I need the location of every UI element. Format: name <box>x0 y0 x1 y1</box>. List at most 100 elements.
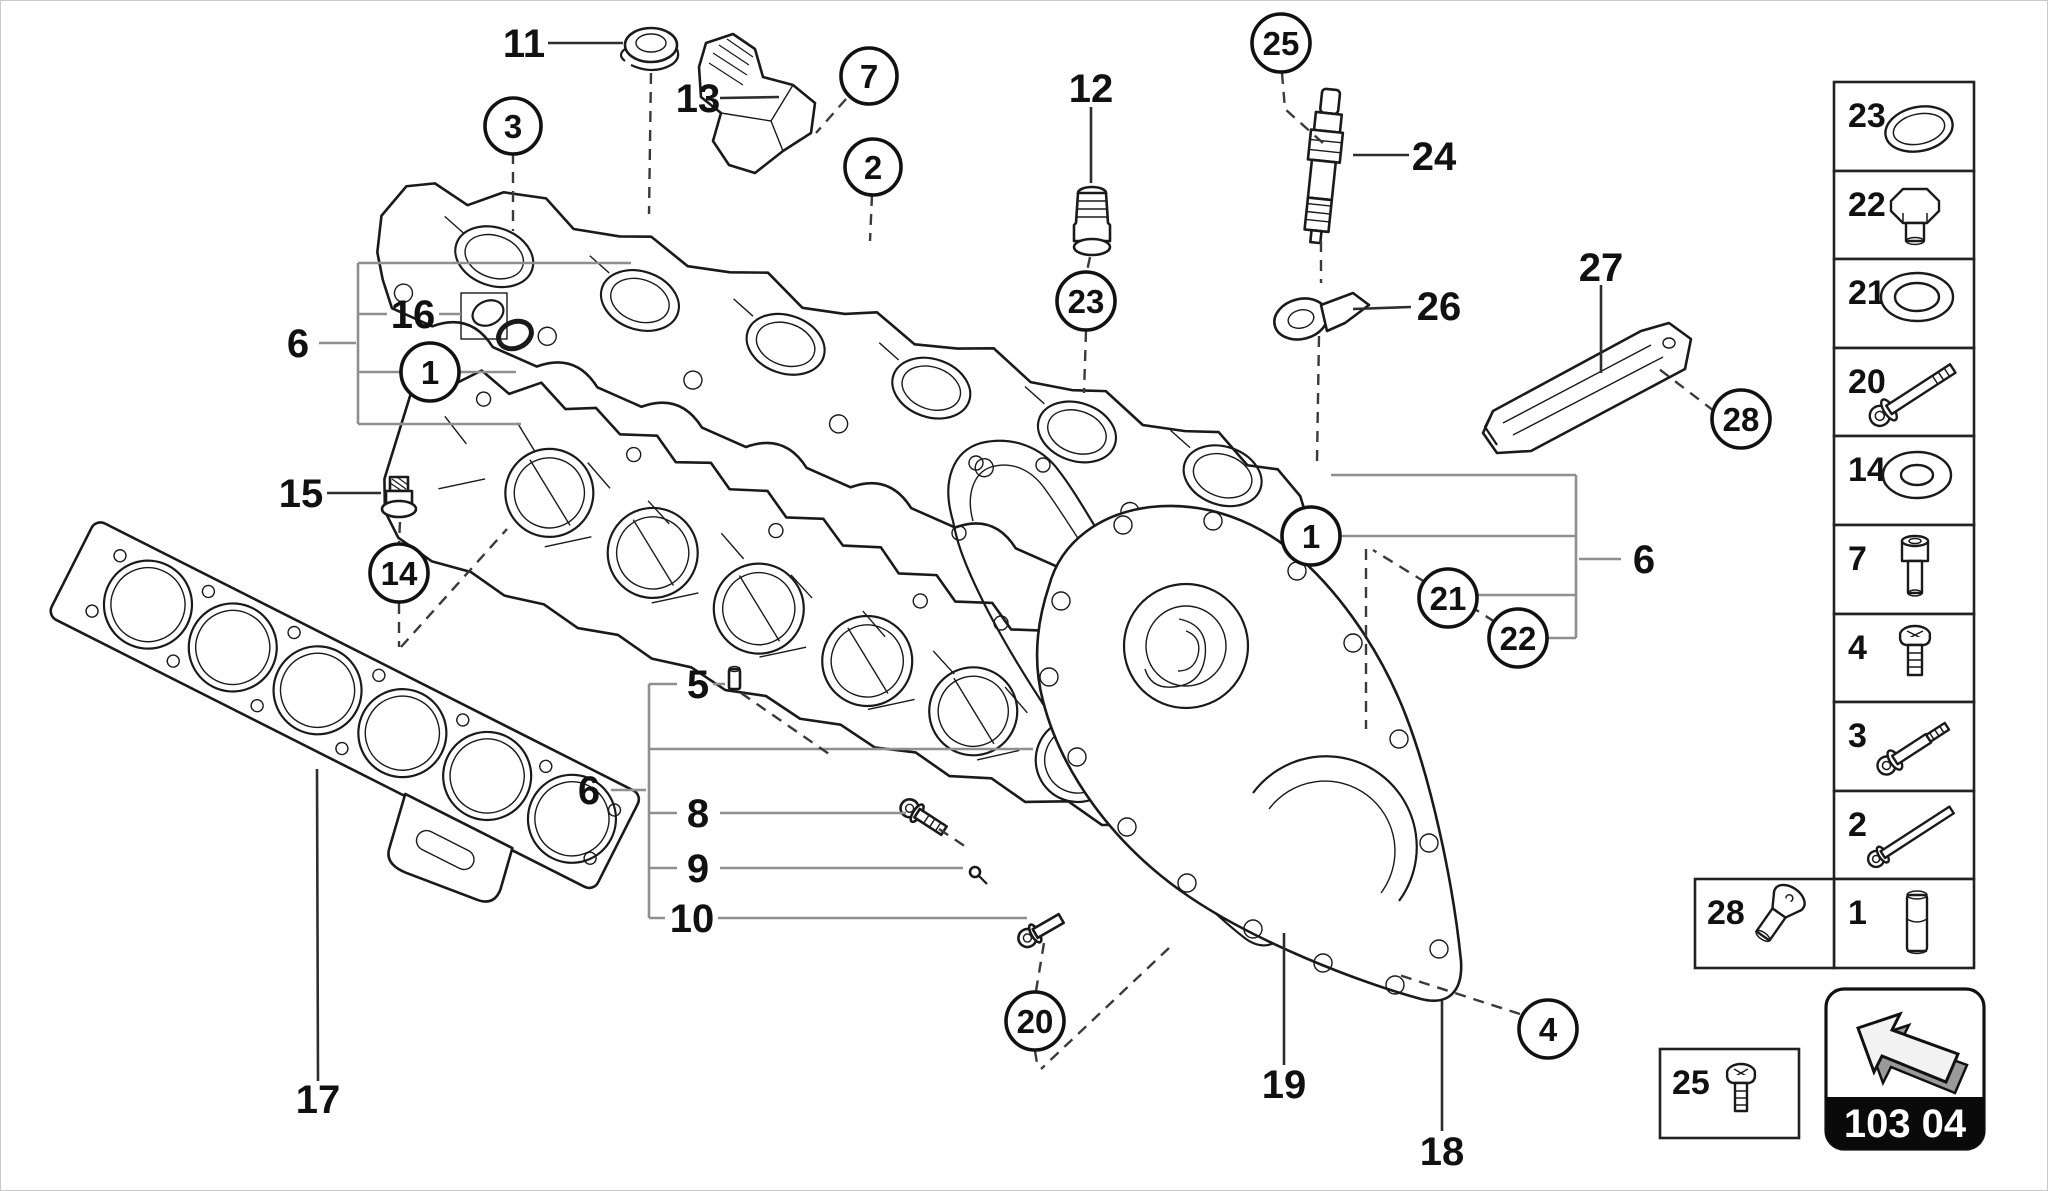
bolt-part-8 <box>899 797 948 837</box>
label-16: 16 <box>391 293 436 337</box>
spark-plug-part <box>1303 87 1345 245</box>
callout-2[interactable]: 2 <box>843 137 903 197</box>
table-code: 103 04 <box>1844 1102 1967 1146</box>
taper-screw-icon <box>1755 883 1806 943</box>
callout-23[interactable]: 23 <box>1055 270 1117 332</box>
long-thin-bolt-icon <box>1866 805 1955 869</box>
oil-cap-part <box>619 26 680 72</box>
timing-cover-part <box>1035 504 1463 1002</box>
callout-22[interactable]: 22 <box>1487 607 1549 669</box>
label-15: 15 <box>279 472 324 516</box>
parts-table-row-21[interactable]: 21 <box>1832 257 1976 350</box>
leader-lines <box>315 41 1603 1131</box>
clamp-part <box>1273 291 1371 341</box>
ref-1: 1 <box>1848 894 1867 932</box>
bolt-part-10 <box>1017 912 1065 949</box>
parts-table-row-20[interactable]: 20 <box>1832 346 1976 438</box>
callout-7[interactable]: 7 <box>839 46 899 106</box>
callout-1-right-label: 1 <box>1302 518 1320 555</box>
ref-2: 2 <box>1848 806 1867 844</box>
callout-4[interactable]: 4 <box>1517 998 1579 1060</box>
pin-part-9 <box>968 865 988 885</box>
label-10: 10 <box>670 897 715 941</box>
label-26: 26 <box>1417 285 1462 329</box>
label-6-mid: 6 <box>578 769 600 813</box>
valve-cover-part <box>376 182 1311 642</box>
table-nav-box[interactable]: 103 04 <box>1824 987 1986 1151</box>
callout-23-label: 23 <box>1068 283 1105 320</box>
callout-20-label: 20 <box>1017 1003 1054 1040</box>
callout-brackets <box>319 261 1621 920</box>
label-11: 11 <box>503 22 545 66</box>
callout-14-label: 14 <box>381 555 418 592</box>
ref-22: 22 <box>1848 186 1886 224</box>
parts-table-row-23[interactable]: 23 <box>1832 80 1976 173</box>
socket-screw-icon <box>1900 534 1930 597</box>
label-13: 13 <box>676 77 721 121</box>
parts-table-row-2[interactable]: 2 <box>1832 789 1976 881</box>
ref-28: 28 <box>1707 894 1745 932</box>
label-8: 8 <box>687 792 709 836</box>
callout-3-label: 3 <box>504 108 522 145</box>
callout-20[interactable]: 20 <box>1004 990 1066 1052</box>
parts-table-row-7[interactable]: 7 <box>1832 523 1976 616</box>
o-ring-icon <box>1884 105 1954 153</box>
label-24: 24 <box>1412 135 1457 179</box>
circled-callouts: 3 7 2 25 23 1 14 1 21 22 28 20 4 <box>368 12 1772 1060</box>
callout-21[interactable]: 21 <box>1417 567 1479 629</box>
pan-screw-icon <box>1898 624 1932 677</box>
dowel-pin-icon <box>1905 890 1929 955</box>
parts-table-row-1[interactable]: 1 <box>1832 877 1976 970</box>
flange-bolt-icon <box>1876 721 1951 776</box>
callout-14[interactable]: 14 <box>368 542 430 604</box>
callout-7-label: 7 <box>860 58 878 95</box>
callout-21-label: 21 <box>1430 580 1467 617</box>
long-bolt-icon <box>1868 363 1957 428</box>
callout-2-label: 2 <box>864 149 882 186</box>
callout-1-left-label: 1 <box>421 354 439 391</box>
label-6-left: 6 <box>287 322 309 366</box>
flat-washer-icon <box>1881 450 1953 500</box>
ref-23: 23 <box>1848 97 1886 135</box>
parts-table-row-3[interactable]: 3 <box>1832 700 1976 793</box>
ref-14: 14 <box>1848 451 1886 489</box>
callout-28[interactable]: 28 <box>1710 388 1772 450</box>
ref-3: 3 <box>1848 717 1867 755</box>
label-17: 17 <box>296 1078 341 1122</box>
callout-25-label: 25 <box>1263 25 1300 62</box>
chain-guide-part <box>1481 321 1693 455</box>
back-arrow-icon <box>1856 1011 1969 1095</box>
ref-21: 21 <box>1848 274 1886 312</box>
ref-20: 20 <box>1848 363 1886 401</box>
number-labels: 11 13 12 24 26 27 16 6 15 6 5 8 9 10 6 1… <box>279 22 1655 1174</box>
bracket-part-13 <box>697 32 817 175</box>
parts-table: 23 22 21 20 <box>1658 80 1976 1140</box>
seal-rings-part <box>460 292 534 352</box>
parts-table-row-14[interactable]: 14 <box>1832 434 1976 527</box>
label-9: 9 <box>687 847 709 891</box>
hex-bolt-icon <box>1889 187 1941 246</box>
callout-4-label: 4 <box>1539 1011 1558 1048</box>
label-27: 27 <box>1579 246 1624 290</box>
washer-icon <box>1879 271 1955 323</box>
pan-screw-icon-25 <box>1725 1062 1757 1113</box>
parts-table-cell-28[interactable]: 28 <box>1693 877 1836 970</box>
label-12: 12 <box>1069 67 1114 111</box>
parts-table-row-22[interactable]: 22 <box>1832 169 1976 261</box>
plug-part-15 <box>380 475 418 519</box>
label-5: 5 <box>687 663 709 707</box>
ref-4: 4 <box>1848 629 1867 667</box>
plug-part-12 <box>1072 185 1112 257</box>
head-gasket-part <box>49 521 641 903</box>
parts-table-row-4[interactable]: 4 <box>1832 612 1976 704</box>
label-6-right: 6 <box>1633 538 1655 582</box>
callout-3[interactable]: 3 <box>483 96 543 156</box>
ref-25: 25 <box>1672 1064 1710 1102</box>
ref-7: 7 <box>1848 540 1867 578</box>
callout-25[interactable]: 25 <box>1250 12 1312 74</box>
callout-1-left[interactable]: 1 <box>399 341 461 403</box>
parts-table-cell-25[interactable]: 25 <box>1658 1047 1801 1140</box>
callout-1-right[interactable]: 1 <box>1280 505 1342 567</box>
